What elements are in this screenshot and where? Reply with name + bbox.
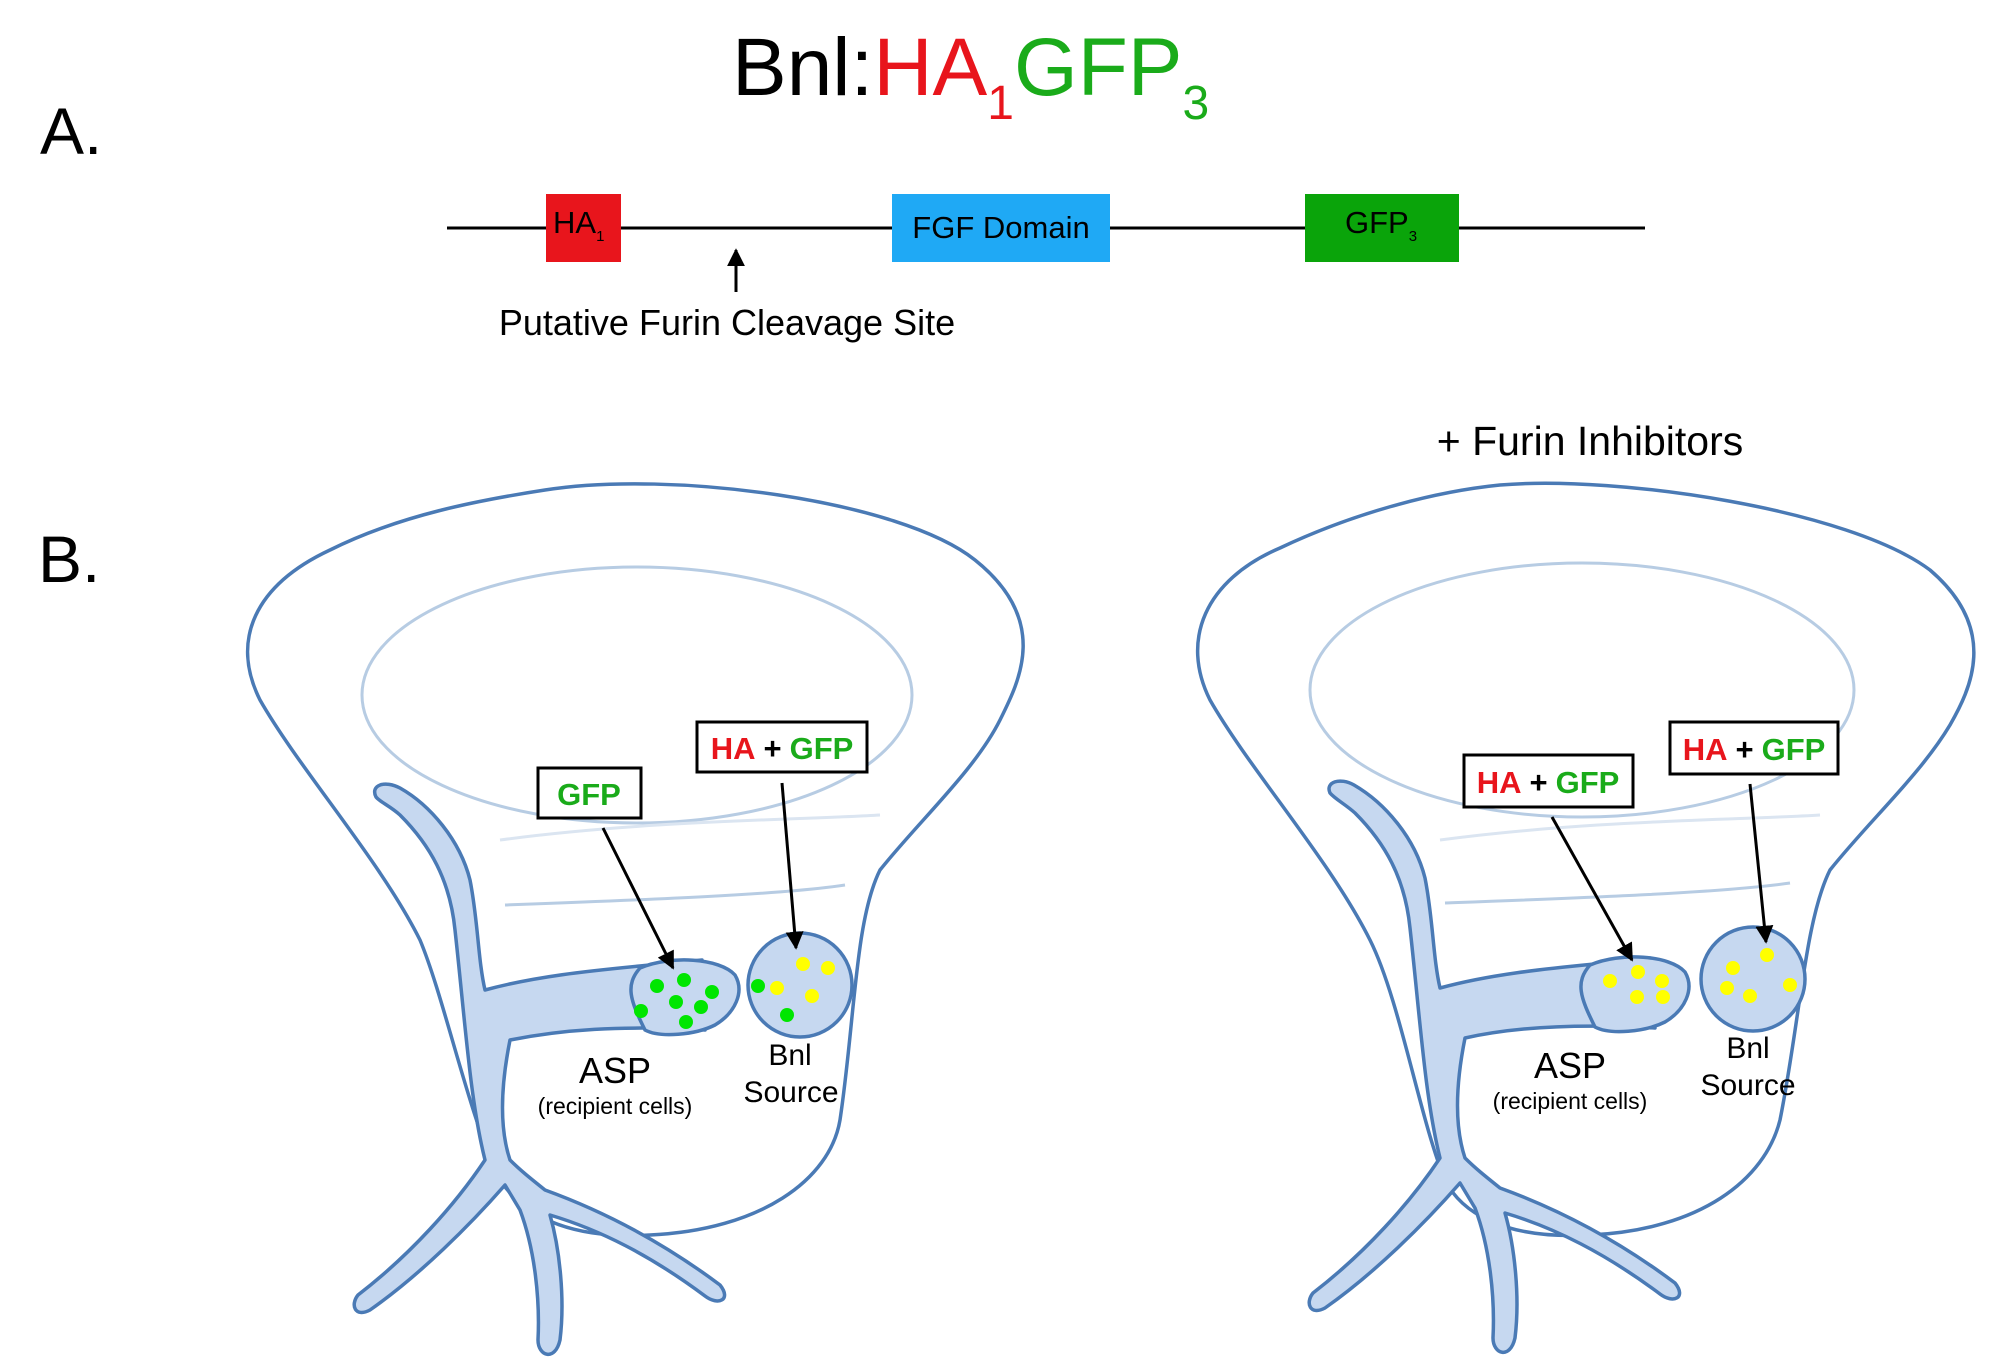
green-dot [705, 985, 719, 999]
title-prefix: Bnl: [732, 22, 873, 113]
left-disc-outline [245, 482, 1025, 1238]
box-plus-text: + [1529, 765, 1547, 800]
right-asp-box-text: HA+ GFP [1477, 765, 1620, 800]
left-source-pointer-arrow [780, 782, 804, 950]
left-source-box-text: HA+ GFP [711, 731, 854, 766]
ha-domain-label-text: HA [553, 205, 596, 240]
right-source-pointer-arrow [1748, 783, 1774, 944]
yellow-dot [1630, 990, 1644, 1004]
left-asp-sublabel: (recipient cells) [538, 1093, 693, 1119]
title-gfp: GFP [1014, 22, 1183, 113]
gfp-domain-label-text: GFP [1345, 205, 1409, 240]
yellow-dot [1726, 961, 1740, 975]
right-wing-disc: HA+GFP HA+GFP ASP (recipient cells) Bnl … [1195, 481, 1976, 1354]
box-plus-text: + [763, 731, 781, 766]
left-wing-disc: GFP HA+ GFP ASP (recipient cells) Bnl Sou… [245, 482, 1025, 1356]
yellow-dot [805, 989, 819, 1003]
right-asp-label-box [1462, 753, 1635, 809]
box-plus-text: + [1735, 732, 1753, 767]
ha-domain-label: HA1 [553, 205, 604, 245]
title-ha: HA [873, 22, 987, 113]
left-disc-fold-line-2 [504, 883, 846, 907]
yellow-dot [821, 961, 835, 975]
yellow-dot [1631, 965, 1645, 979]
left-asp-pointer-arrow [601, 827, 675, 970]
left-asp-box-text: GFP [557, 777, 621, 812]
yellow-dot [1656, 990, 1670, 1004]
box-ha-text: HA [1683, 732, 1728, 767]
cleavage-site-label: Putative Furin Cleavage Site [499, 302, 955, 343]
left-source-label-line1: Bnl [768, 1039, 811, 1072]
gfp-domain-box [1305, 194, 1459, 262]
fgf-domain-label: FGF Domain [912, 210, 1089, 245]
title-ha-subscript: 1 [987, 77, 1014, 130]
green-dot [677, 973, 691, 987]
right-disc-fold-line-1 [1439, 813, 1821, 842]
right-source-label-line1: Bnl [1726, 1032, 1769, 1065]
right-source-cell [1699, 925, 1807, 1033]
right-disc-fold-line-2 [1444, 881, 1791, 905]
right-asp-pointer-arrow [1550, 816, 1634, 962]
left-asp-dots [634, 973, 794, 1029]
furin-inhibitors-title: + Furin Inhibitors [1437, 418, 1744, 464]
right-asp-dots [1603, 965, 1670, 1004]
panel-a-label: A. [40, 94, 102, 168]
left-source-label-line2: Source [743, 1076, 838, 1109]
box-gfp-text: GFP [1762, 732, 1826, 767]
box-gfp-text: GFP [790, 731, 854, 766]
box-ha-text: HA [1477, 765, 1522, 800]
green-dot [751, 979, 765, 993]
left-disc-pouch-fold [360, 565, 914, 825]
yellow-dot [796, 957, 810, 971]
gfp-domain-label: GFP3 [1345, 205, 1417, 245]
right-source-label-line2: Source [1700, 1069, 1795, 1102]
green-dot [634, 1004, 648, 1018]
left-source-label-box [695, 720, 869, 774]
green-dot [669, 995, 683, 1009]
right-asp-label: ASP [1534, 1045, 1606, 1086]
title-gfp-subscript: 3 [1183, 77, 1210, 130]
gfp-domain-label-subscript: 3 [1409, 228, 1417, 245]
right-disc-outline [1195, 481, 1976, 1238]
yellow-dot [1743, 989, 1757, 1003]
right-asp-sublabel: (recipient cells) [1493, 1088, 1648, 1114]
yellow-dot [1720, 981, 1734, 995]
left-trachea [352, 782, 727, 1356]
yellow-dot [770, 981, 784, 995]
right-disc-pouch-fold [1308, 561, 1856, 819]
ha-domain-box [546, 194, 621, 262]
green-dot [694, 1000, 708, 1014]
yellow-dot [1603, 974, 1617, 988]
left-asp-label-box [536, 766, 643, 820]
right-source-dots [1720, 948, 1797, 1003]
left-disc-fold-line-1 [499, 813, 881, 842]
box-gfp-text: GFP [1556, 765, 1620, 800]
right-trachea [1307, 779, 1682, 1354]
yellow-dot [1783, 978, 1797, 992]
green-dot [650, 979, 664, 993]
right-source-box-text: HA+ GFP [1683, 732, 1826, 767]
fgf-domain-box [892, 194, 1110, 262]
right-source-label-box [1668, 720, 1840, 776]
panel-b-label: B. [38, 522, 100, 596]
ha-domain-label-subscript: 1 [596, 228, 604, 245]
left-source-dots [770, 957, 835, 1003]
construct-title: Bnl:HA1GFP3 [732, 22, 1209, 130]
left-asp-label: ASP [579, 1050, 651, 1091]
box-ha-text: HA [711, 731, 756, 766]
yellow-dot [1760, 948, 1774, 962]
green-dot [679, 1015, 693, 1029]
yellow-dot [1655, 974, 1669, 988]
green-dot [780, 1008, 794, 1022]
